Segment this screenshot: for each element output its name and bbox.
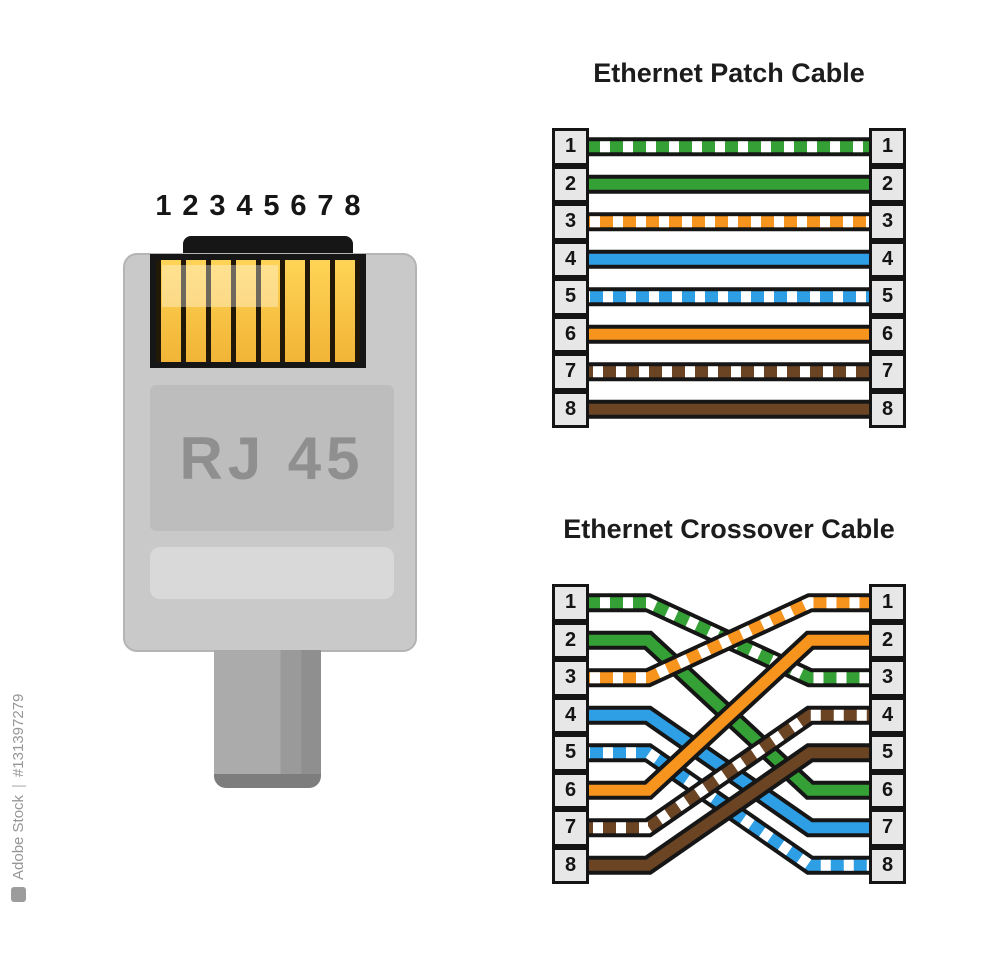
pin-number-5: 5: [263, 190, 280, 222]
crossover-right-pin-3: 3: [869, 659, 906, 697]
connector-label: RJ 45: [179, 424, 365, 492]
patch-right-pin-7: 7: [869, 353, 906, 391]
crossover-right-pin-4: 4: [869, 696, 906, 734]
patch-right-pin-1: 1: [869, 128, 906, 166]
crossover-wire-brown: [582, 743, 876, 875]
adobe-stock-logo-icon: [11, 887, 26, 902]
crossover-right-pin-6: 6: [869, 771, 906, 809]
pin-number-7: 7: [317, 190, 334, 222]
pin-number-4: 4: [236, 190, 253, 222]
patch-left-pin-7: 7: [552, 353, 589, 391]
crossover-wire-white-orange: [582, 593, 876, 688]
crossover-wire-orange: [582, 630, 876, 800]
crossover-left-pin-1: 1: [552, 584, 589, 622]
patch-left-pin-5: 5: [552, 278, 589, 316]
patch-right-pin-6: 6: [869, 315, 906, 353]
crossover-right-pin-7: 7: [869, 809, 906, 847]
patch-right-pin-2: 2: [869, 165, 906, 203]
pin-number-8: 8: [344, 190, 361, 222]
crossover-diagram-title: Ethernet Crossover Cable: [563, 514, 895, 544]
patch-right-pin-3: 3: [869, 203, 906, 241]
gold-pin-4: [235, 260, 256, 362]
pin-number-2: 2: [182, 190, 199, 222]
patch-left-pin-2: 2: [552, 165, 589, 203]
gold-pin-1: [161, 260, 181, 362]
pin-number-1: 1: [155, 190, 172, 222]
cable: [214, 650, 321, 788]
crossover-wire-white-brown: [582, 705, 876, 838]
pin-number-6: 6: [290, 190, 307, 222]
crossover-right-pin-1: 1: [869, 584, 906, 622]
patch-left-pin-1: 1: [552, 128, 589, 166]
watermark-brand: Adobe Stock: [10, 794, 27, 880]
patch-left-pin-8: 8: [552, 390, 589, 428]
crossover-left-pin-7: 7: [552, 809, 589, 847]
crossover-right-pin-8: 8: [869, 846, 906, 884]
pin-number-3: 3: [209, 190, 226, 222]
patch-left-pin-3: 3: [552, 203, 589, 241]
patch-diagram-title: Ethernet Patch Cable: [593, 58, 865, 88]
connector-label-panel: RJ 45: [150, 385, 394, 531]
crossover-left-pin-4: 4: [552, 696, 589, 734]
crossover-left-pin-2: 2: [552, 621, 589, 659]
pin-contact-block: [150, 254, 366, 368]
crossover-left-pin-5: 5: [552, 734, 589, 772]
patch-right-pin-8: 8: [869, 390, 906, 428]
patch-wires: [582, 137, 876, 419]
watermark-image-id: #131397279: [10, 693, 27, 778]
crossover-left-pin-3: 3: [552, 659, 589, 697]
gold-pin-3: [210, 260, 231, 362]
gold-pin-5: [260, 260, 281, 362]
gold-pin-6: [285, 260, 306, 362]
pin-highlight: [162, 265, 278, 307]
patch-right-pin-4: 4: [869, 240, 906, 278]
crossover-wires: [582, 593, 876, 875]
gold-pin-2: [185, 260, 206, 362]
gold-pin-7: [310, 260, 331, 362]
patch-left-pin-4: 4: [552, 240, 589, 278]
watermark: Adobe Stock | #131397279: [10, 694, 27, 902]
crossover-left-pin-6: 6: [552, 771, 589, 809]
gold-pin-8: [335, 260, 355, 362]
patch-right-pin-5: 5: [869, 278, 906, 316]
connector-lower-panel: [150, 547, 394, 599]
crossover-right-pin-2: 2: [869, 621, 906, 659]
crossover-left-pin-8: 8: [552, 846, 589, 884]
crossover-right-pin-5: 5: [869, 734, 906, 772]
watermark-separator: |: [10, 784, 27, 788]
patch-left-pin-6: 6: [552, 315, 589, 353]
